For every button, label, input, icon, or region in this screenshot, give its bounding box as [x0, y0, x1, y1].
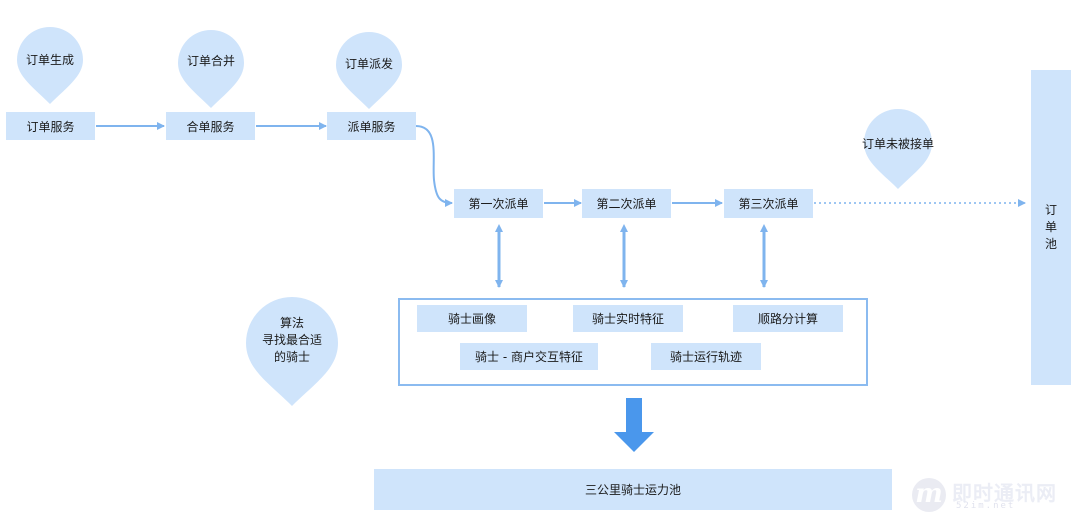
merge-service-box: 合单服务 [166, 112, 255, 140]
order-pool-bar: 订 单 池 [1031, 70, 1071, 385]
watermark-url: 52im.net [956, 501, 1016, 511]
pin-order-dispatch: 订单派发 [334, 30, 404, 110]
pin-order-unaccepted: 订单未被接单 [862, 106, 934, 190]
pin-shape [178, 30, 244, 108]
pin-label: 订单生成 [25, 52, 74, 67]
box-label: 订单服务 [26, 119, 75, 134]
box-label: 第三次派单 [738, 197, 799, 211]
watermark-title: 即时通讯网 [952, 481, 1057, 505]
feature-rider-realtime: 骑士实时特征 [573, 305, 683, 332]
second-dispatch-box: 第二次派单 [582, 189, 671, 218]
feature-rider-track: 骑士运行轨迹 [651, 343, 761, 370]
pin-label: 订单派发 [344, 56, 393, 71]
feature-rider-portrait: 骑士画像 [417, 305, 527, 332]
order-pool-char: 池 [1044, 237, 1057, 251]
feature-label: 顺路分计算 [757, 312, 818, 326]
order-service-box: 订单服务 [6, 112, 95, 140]
order-pool-char: 订 [1044, 203, 1057, 217]
order-pool-char: 单 [1044, 220, 1057, 234]
dispatch-service-box: 派单服务 [327, 112, 416, 140]
rider-pool-label: 三公里骑士运力池 [584, 483, 681, 497]
rider-capacity-pool-bar: 三公里骑士运力池 [374, 469, 892, 510]
first-dispatch-box: 第一次派单 [454, 189, 543, 218]
pin-shape [17, 27, 83, 104]
pin-label: 订单合并 [186, 53, 235, 68]
feature-label: 骑士 - 商户交互特征 [475, 350, 583, 364]
box-label: 第一次派单 [468, 197, 529, 211]
feature-route-calc: 顺路分计算 [733, 305, 843, 332]
pin-algorithm: 算法 寻找最合适 的骑士 [244, 295, 340, 407]
arrow-dispatch-to-first [415, 125, 453, 207]
feature-label: 骑士运行轨迹 [669, 350, 742, 364]
feature-rider-merchant: 骑士 - 商户交互特征 [460, 343, 598, 370]
pin-shape [336, 32, 402, 109]
third-dispatch-box: 第三次派单 [724, 189, 813, 218]
box-label: 派单服务 [347, 119, 396, 134]
watermark-m-icon: m [912, 478, 946, 512]
pin-shape [246, 297, 338, 406]
box-label: 第二次派单 [596, 197, 657, 211]
pin-label: 订单未被接单 [862, 136, 935, 151]
pin-order-generate: 订单生成 [15, 25, 85, 105]
big-down-arrow [614, 398, 654, 452]
pin-label: 算法 寻找最合适 的骑士 [261, 315, 322, 364]
box-label: 合单服务 [186, 119, 235, 134]
pin-order-merge: 订单合并 [176, 27, 246, 109]
feature-label: 骑士实时特征 [591, 312, 664, 326]
pin-shape [864, 109, 932, 189]
watermark-logo: m 即时通讯网 52im.net [912, 475, 1072, 515]
feature-label: 骑士画像 [447, 312, 496, 326]
